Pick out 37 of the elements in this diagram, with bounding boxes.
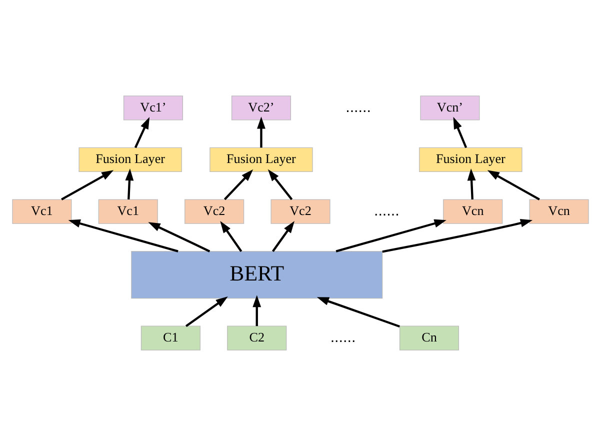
arrow — [68, 219, 178, 252]
label: ...... — [374, 202, 400, 220]
arrow — [148, 222, 210, 252]
label: ...... — [330, 329, 356, 346]
node-box: Vc1 — [12, 199, 72, 224]
arrow — [185, 296, 228, 327]
node-box: Vcn — [443, 199, 503, 224]
arrow — [257, 116, 266, 148]
arrow — [467, 168, 476, 200]
arrow — [134, 116, 150, 148]
node-box: Vcn’ — [420, 96, 480, 120]
arrow — [268, 169, 293, 200]
arrow — [382, 218, 533, 253]
node-box: Vc2 — [270, 199, 330, 224]
node-box: Vc2 — [184, 199, 244, 224]
arrow — [272, 221, 294, 252]
node-box: BERT — [131, 251, 383, 299]
arrow — [316, 297, 400, 328]
arrow — [220, 221, 242, 252]
node-box: Vc1 — [98, 199, 158, 224]
node-box: Vc2’ — [231, 96, 291, 120]
arrow — [252, 295, 262, 326]
arrow — [224, 169, 254, 200]
node-box: Vc1’ — [123, 96, 183, 120]
node-box: Vcn — [529, 199, 589, 224]
arrow — [336, 219, 446, 252]
node-box: C1 — [140, 326, 200, 350]
node-box: Fusion Layer — [419, 147, 522, 172]
label: ...... — [346, 98, 372, 116]
node-box: C2 — [227, 326, 287, 350]
arrow — [487, 170, 540, 200]
arrow — [125, 168, 134, 200]
node-box: Fusion Layer — [78, 147, 182, 172]
arrow — [61, 170, 114, 200]
node-box: Cn — [399, 326, 459, 350]
arrow — [453, 116, 468, 148]
node-box: Fusion Layer — [210, 147, 313, 172]
